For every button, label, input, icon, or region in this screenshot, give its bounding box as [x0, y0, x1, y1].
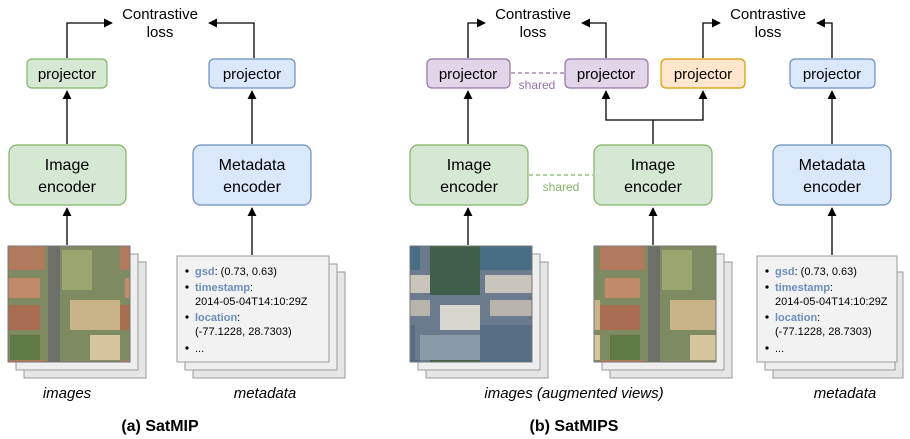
metadata-stack-b: gsd: (0.73, 0.63) timestamp: 2014-05-04T…: [756, 255, 904, 379]
image-encoder-left-line1: Image: [447, 157, 492, 174]
meta-timestamp-colon: :: [250, 282, 253, 294]
meta-b-ellipsis: ...: [775, 343, 784, 355]
loss1-arrow-left: [467, 18, 486, 58]
meta-ellipsis: ...: [195, 343, 204, 355]
image-encoder-right-line1: Image: [631, 157, 676, 174]
metadata-card-b: [756, 255, 898, 363]
meta-timestamp-key: timestamp: [195, 282, 250, 294]
metadata-stack-a: gsd: (0.73, 0.63) timestamp: 2014-05-04T…: [176, 255, 346, 379]
satellite-image-view1: [409, 245, 533, 363]
projector-purple-right-label: projector: [577, 66, 635, 83]
augmented-images-label: images (augmented views): [484, 385, 663, 402]
contrastive-loss-1-line2: loss: [520, 24, 547, 41]
image-encoder-label-line1: Image: [45, 157, 90, 174]
projector-right-box: [208, 58, 296, 89]
projector-orange-label: projector: [674, 66, 732, 83]
caption-b: (b) SatMIPS: [530, 418, 619, 435]
contrastive-loss-2-line2: loss: [755, 24, 782, 41]
meta-b-timestamp-value: 2014-05-04T14:10:29Z: [775, 296, 888, 308]
meta-location-key: location: [195, 312, 237, 324]
metadata-encoder-label-line2: encoder: [223, 179, 281, 196]
meta-location-colon: :: [237, 312, 240, 324]
contrastive-loss-1-line1: Contrastive: [495, 6, 571, 23]
panel-a: Contrastive loss projector projector Ima…: [7, 6, 346, 435]
image-encoder-left-box: [409, 144, 529, 206]
image-encoder-label-line2: encoder: [38, 179, 96, 196]
svg-text:timestamp:: timestamp:: [195, 282, 253, 294]
satellite-image: [7, 245, 131, 363]
metadata-encoder-box: [192, 144, 312, 206]
loss-arrow-left: [66, 18, 113, 58]
metadata-encoder-label-line1: Metadata: [219, 157, 286, 174]
svg-text:timestamp:: timestamp:: [775, 282, 833, 294]
metadata-encoder-b-box: [772, 144, 892, 206]
loss2-arrow-left: [702, 18, 721, 58]
meta-b-location-key: location: [775, 312, 817, 324]
projector-blue-label: projector: [803, 66, 861, 83]
arrow-right-encoder-to-orange-projector: [653, 90, 708, 121]
satellite-image-view2: [593, 245, 717, 363]
meta-location-value: (-77.1228, 28.7303): [195, 326, 292, 338]
loss2-arrow-right: [816, 18, 833, 58]
contrastive-loss-label-line1: Contrastive: [122, 6, 198, 23]
images-label: images: [43, 385, 92, 402]
metadata-encoder-b-line2: encoder: [803, 179, 861, 196]
meta-b-gsd-value: : (0.73, 0.63): [795, 266, 857, 278]
shared-encoders-label: shared: [543, 180, 580, 194]
projector-left-box: [26, 58, 108, 89]
image-stack-view1: [409, 245, 549, 379]
svg-text:location:: location:: [775, 312, 820, 324]
meta-b-location-colon: :: [817, 312, 820, 324]
projector-purple-right-box: [564, 58, 649, 89]
meta-timestamp-value: 2014-05-04T14:10:29Z: [195, 296, 308, 308]
projector-orange-box: [660, 58, 746, 89]
meta-gsd-key: gsd: [195, 266, 215, 278]
svg-text:gsd: (0.73, 0.63): gsd: (0.73, 0.63): [195, 266, 277, 278]
projector-purple-left-label: projector: [439, 66, 497, 83]
projector-blue-box: [789, 58, 876, 89]
contrastive-loss-label-line2: loss: [147, 24, 174, 41]
image-encoder-right-line2: encoder: [624, 179, 682, 196]
projector-right-label: projector: [223, 66, 281, 83]
meta-b-location-value: (-77.1228, 28.7303): [775, 326, 872, 338]
image-encoder-box: [8, 144, 127, 206]
shared-projectors-label: shared: [519, 78, 556, 92]
image-stack-view2: [593, 245, 733, 379]
svg-text:location:: location:: [195, 312, 240, 324]
metadata-b-label: metadata: [814, 385, 877, 402]
arrow-right-encoder-to-purple-projector: [601, 90, 653, 121]
caption-a: (a) SatMIP: [121, 418, 199, 435]
meta-b-timestamp-colon: :: [830, 282, 833, 294]
image-encoder-right-box: [593, 144, 713, 206]
metadata-card: [176, 255, 330, 363]
metadata-label: metadata: [234, 385, 297, 402]
image-stack-a: [7, 245, 147, 379]
contrastive-loss-2-line1: Contrastive: [730, 6, 806, 23]
meta-gsd-value: : (0.73, 0.63): [215, 266, 277, 278]
svg-text:gsd: (0.73, 0.63): gsd: (0.73, 0.63): [775, 266, 857, 278]
metadata-encoder-b-line1: Metadata: [799, 157, 866, 174]
projector-purple-left-box: [426, 58, 511, 89]
loss1-arrow-right: [581, 18, 607, 58]
meta-b-gsd-key: gsd: [775, 266, 795, 278]
loss-arrow-right: [208, 18, 255, 58]
meta-b-timestamp-key: timestamp: [775, 282, 830, 294]
projector-left-label: projector: [38, 66, 96, 83]
image-encoder-left-line2: encoder: [440, 179, 498, 196]
panel-b: Contrastive loss Contrastive loss projec…: [409, 6, 904, 435]
